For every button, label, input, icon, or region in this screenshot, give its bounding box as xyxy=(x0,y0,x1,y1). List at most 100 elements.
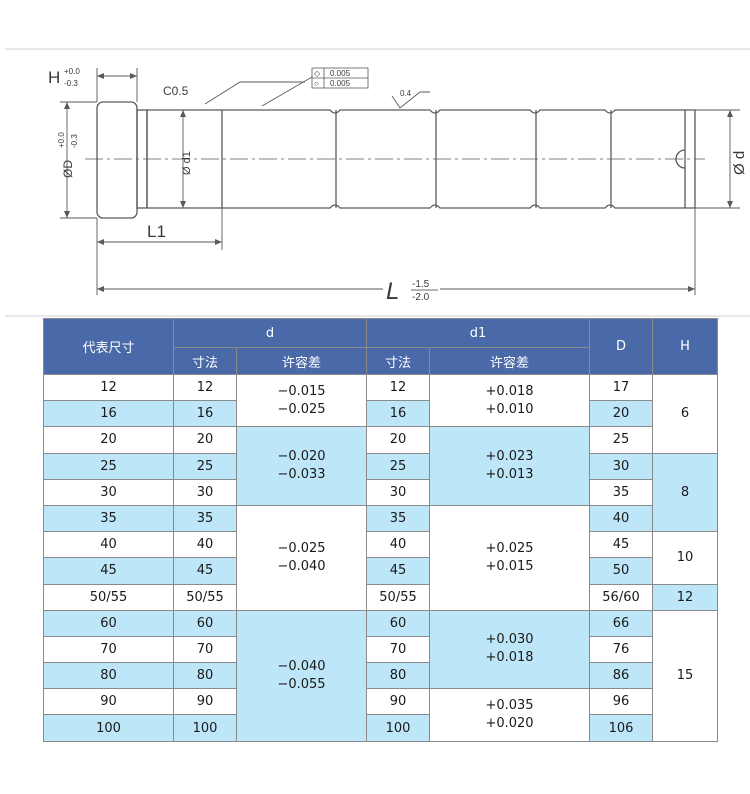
cell-d1: 12 xyxy=(366,373,431,402)
cell-d: 40 xyxy=(173,531,237,559)
cell-d: 70 xyxy=(173,635,237,664)
header-H: H xyxy=(652,318,719,375)
cell-D: 96 xyxy=(589,688,654,716)
cell-d1-tolerance: +0.030+0.018 xyxy=(429,609,591,690)
cell-size: 80 xyxy=(43,662,174,690)
roughness-label: 0.4 xyxy=(400,89,412,98)
arrow-heads xyxy=(64,73,733,292)
cell-d-tolerance: −0.025−0.040 xyxy=(235,504,368,611)
cell-d1-tolerance: +0.023+0.013 xyxy=(429,426,591,506)
cell-size: 50/55 xyxy=(43,583,174,611)
cell-D: 17 xyxy=(589,373,654,402)
cell-size: 40 xyxy=(43,531,174,559)
h-tol-lower: -0.3 xyxy=(64,79,78,88)
cell-size: 70 xyxy=(43,635,174,664)
cell-D: 40 xyxy=(589,504,654,533)
tolerance-symbol-1: ◇ xyxy=(314,69,321,78)
cell-d: 25 xyxy=(173,452,237,480)
cell-D: 76 xyxy=(589,635,654,664)
cell-D: 25 xyxy=(589,426,654,454)
pin-technical-drawing: H +0.0 -0.3 C0.5 0.005 0.005 ◇ ○ 0.4 ØD … xyxy=(5,48,750,317)
table-row: 70 70 70 76 xyxy=(43,635,718,664)
cell-d1: 40 xyxy=(366,531,431,559)
header-d: d xyxy=(172,318,368,348)
cell-H: 6 xyxy=(652,374,719,454)
cell-H: 8 xyxy=(652,452,719,533)
tolerance-frame xyxy=(311,67,369,89)
header-d-tolerance: 许容差 xyxy=(235,347,368,375)
cell-size: 20 xyxy=(43,426,174,454)
cell-d1: 90 xyxy=(366,688,431,716)
L1-label: L1 xyxy=(147,222,166,241)
cell-size: 16 xyxy=(43,400,174,428)
header-D: D xyxy=(589,318,654,375)
table-row: 12 12 −0.015−0.025 12 +0.018+0.010 17 6 xyxy=(43,373,719,454)
cell-d1: 35 xyxy=(366,504,431,533)
cell-H: 10 xyxy=(652,531,719,585)
L-tol-lower: -2.0 xyxy=(412,292,430,303)
L-label: L xyxy=(386,278,399,305)
cell-d: 60 xyxy=(173,609,237,637)
cell-d1: 70 xyxy=(366,635,431,664)
tolerance-frame-value-1: 0.005 xyxy=(330,69,351,78)
cell-d1-tolerance: +0.035+0.020 xyxy=(429,688,591,742)
cell-d1-tolerance: +0.018+0.010 xyxy=(429,373,591,428)
cell-size: 25 xyxy=(43,452,174,480)
cell-d1: 50/55 xyxy=(366,583,431,611)
cell-size: 35 xyxy=(43,504,174,533)
cell-size: 12 xyxy=(43,373,174,402)
cell-d: 35 xyxy=(173,504,237,533)
cell-D: 66 xyxy=(589,609,654,637)
table-row: 16 16 16 20 xyxy=(43,400,718,428)
cell-d1: 30 xyxy=(366,478,431,506)
cell-d: 16 xyxy=(173,400,237,428)
D-dimension-label: ØD xyxy=(61,160,75,178)
cell-size: 90 xyxy=(43,688,174,716)
d-dimension-label: Ø d xyxy=(731,151,748,175)
cell-H: 12 xyxy=(652,583,719,611)
cell-D: 56/60 xyxy=(589,583,654,611)
h-label: H xyxy=(48,68,60,87)
L-tol-upper: -1.5 xyxy=(412,279,430,290)
tolerance-symbol-2: ○ xyxy=(314,79,319,88)
table-row: 90 90 90 +0.035+0.020 96 xyxy=(43,688,718,742)
cell-d1: 60 xyxy=(366,609,431,637)
header-d1-tolerance: 许容差 xyxy=(429,347,591,375)
cell-D: 50 xyxy=(589,557,654,585)
cell-H: 15 xyxy=(652,609,719,742)
cell-d: 80 xyxy=(173,662,237,690)
cell-d-tolerance: −0.020−0.033 xyxy=(235,426,368,506)
cell-D: 20 xyxy=(589,400,654,428)
table-row: 100 100 100 106 xyxy=(43,714,718,742)
table-row: 25 25 25 30 8 xyxy=(43,452,719,533)
table-row: 35 35 −0.025−0.040 35 +0.025+0.015 40 xyxy=(43,504,718,611)
table-row: 50/55 50/55 50/55 56/60 12 xyxy=(43,583,719,611)
h-tol-upper: +0.0 xyxy=(64,67,80,76)
cell-D: 86 xyxy=(589,662,654,690)
cell-d: 90 xyxy=(173,688,237,716)
table-row: 60 60 −0.040−0.055 60 +0.030+0.018 66 15 xyxy=(43,609,719,742)
D-tol-upper: +0.0 xyxy=(57,132,66,148)
chamfer-label: C0.5 xyxy=(163,84,189,98)
cell-size: 100 xyxy=(43,714,174,742)
d1-dimension-label: Ø d1 xyxy=(181,151,193,175)
tolerance-frame-value-2: 0.005 xyxy=(330,79,351,88)
cell-d1: 16 xyxy=(366,400,431,428)
header-d1-dimension: 寸法 xyxy=(366,347,431,375)
cell-d1: 25 xyxy=(366,452,431,480)
cell-d: 45 xyxy=(173,557,237,585)
cell-d1-tolerance: +0.025+0.015 xyxy=(429,504,591,611)
cell-d: 12 xyxy=(173,373,237,402)
cell-d1: 45 xyxy=(366,557,431,585)
cell-d1: 100 xyxy=(366,714,431,742)
spec-table: 代表尺寸 d d1 D H 寸法 许容差 寸法 许容差 12 12 −0.015… xyxy=(43,318,719,742)
cell-size: 30 xyxy=(43,478,174,506)
cell-D: 30 xyxy=(589,452,654,480)
table-row: 40 40 40 45 10 xyxy=(43,531,719,585)
header-d-dimension: 寸法 xyxy=(173,347,237,375)
cell-d1: 20 xyxy=(366,426,431,454)
cell-d: 20 xyxy=(173,426,237,454)
cell-D: 106 xyxy=(589,714,654,742)
cell-d: 30 xyxy=(173,478,237,506)
cell-D: 35 xyxy=(589,478,654,506)
